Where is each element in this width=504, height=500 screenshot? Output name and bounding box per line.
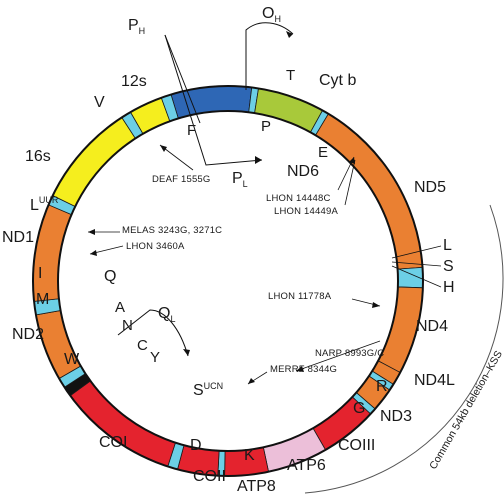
ql-arrow-head [183, 349, 190, 356]
gene-nd5-label: ND5 [414, 179, 446, 196]
gene-i-label: I [38, 265, 42, 282]
pl-line [164, 34, 263, 166]
gene-c-label: C [137, 337, 148, 354]
pl-arrow-head [255, 156, 262, 164]
ql-label: QL [158, 305, 175, 324]
gene-a-label: A [115, 299, 125, 316]
seg-16s [52, 116, 136, 208]
seg-coi [69, 380, 176, 467]
gene-n-label: N [122, 317, 133, 334]
mutation-pointer-heads [88, 145, 380, 384]
promoter-arrows [117, 22, 294, 357]
seg-nd1 [32, 204, 73, 302]
oh-label: OH [262, 5, 281, 24]
lsh-connectors [391, 245, 442, 288]
gene-p-label: P [261, 118, 271, 135]
gene-e-label: E [318, 144, 328, 161]
oh-arrow-head [286, 31, 293, 38]
gene-m-label: M [36, 291, 49, 308]
mutation-lhon3460: LHON 3460A [126, 241, 185, 252]
gene-sucn-label: SUCN [193, 381, 223, 399]
gene-atp6-label: ATP6 [287, 457, 326, 474]
gene-v-label: V [94, 94, 105, 111]
gene-t-label: T [286, 67, 295, 84]
oh-arrow [245, 22, 294, 90]
narp-head [296, 366, 304, 372]
mutation-lhon14448: LHON 14448C [266, 193, 331, 204]
mutation-melas: MELAS 3243G, 3271C [122, 225, 222, 236]
gene-cytb-label: Cyt b [319, 72, 356, 89]
ring-outer-outline [32, 85, 424, 477]
gene-coii-label: COII [193, 468, 226, 485]
lhon14449-pointer [344, 159, 356, 206]
gene-nd6-label: ND6 [287, 163, 319, 180]
ring-inner-outline [57, 110, 399, 452]
ph-line [164, 34, 201, 124]
gene-k-label: K [244, 447, 255, 464]
gene-g-label: G [353, 400, 365, 417]
gene-nd2-label: ND2 [12, 326, 44, 343]
arrow-heads [183, 31, 293, 356]
gene-16s-label: 16s [25, 148, 51, 165]
ph-label: PH [128, 17, 145, 36]
gene-nd3-label: ND3 [380, 408, 412, 425]
mutation-narp: NARP 8993G/C [315, 348, 384, 359]
gene-l-right-label: L [443, 237, 452, 254]
gene-d-label: D [190, 437, 202, 454]
deletion-arc [304, 204, 504, 494]
gene-12s-label: 12s [121, 73, 147, 90]
gene-luur-label: LUUR [30, 195, 59, 214]
ql-arrow [117, 309, 189, 357]
seg-nd6-nd5 [315, 113, 423, 270]
gene-atp8-label: ATP8 [237, 478, 276, 495]
mutation-lhon14449: LHON 14449A [274, 206, 338, 217]
gene-coi-label: COI [99, 434, 127, 451]
lhon3460-head [90, 250, 97, 256]
merrf-head [248, 378, 255, 384]
lhon11778-head [372, 302, 380, 308]
narp-pointer [295, 340, 381, 372]
lhon14448-head [349, 157, 355, 164]
melas-head [88, 229, 95, 235]
deaf-head [160, 145, 167, 152]
genome-ring [32, 85, 424, 477]
mutation-deaf: DEAF 1555G [152, 174, 211, 185]
gene-y-label: Y [150, 349, 160, 366]
gene-r-label: R [376, 378, 388, 395]
deletion-label: Common 54kb deletion–KSS [427, 349, 504, 472]
mutation-merrf: MERRF 8344G [270, 364, 337, 375]
gene-nd4l-label: ND4L [414, 372, 455, 389]
mutation-lhon11778: LHON 11778A [268, 291, 332, 302]
pl-label: PL [232, 170, 248, 189]
gene-nd4-label: ND4 [416, 318, 448, 335]
gene-coiii-label: COIII [338, 437, 375, 454]
gene-h-right-label: H [443, 279, 455, 296]
gene-q-label: Q [104, 268, 116, 285]
gene-s-right-label: S [443, 258, 454, 275]
gene-f-label: F [187, 122, 196, 139]
gene-w-label: W [64, 351, 80, 368]
gene-nd1-label: ND1 [2, 229, 34, 246]
